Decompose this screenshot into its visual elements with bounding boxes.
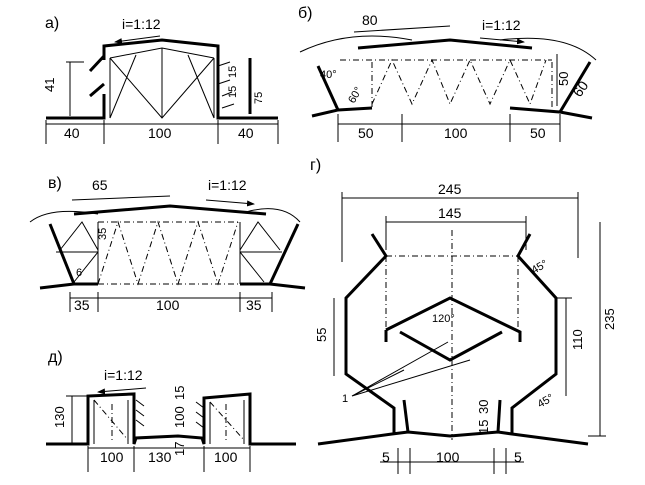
- figure-v-dim-right: 35: [246, 297, 262, 313]
- figure-g-dim-110: 110: [570, 329, 585, 350]
- figure-v-slope-arrow: [205, 199, 255, 207]
- figure-g-dim-30: 30: [476, 400, 491, 414]
- figure-g-dim-15: 15: [476, 420, 491, 434]
- figure-v-break-curves: [29, 208, 301, 223]
- figure-g-dim-mid: 100: [436, 449, 460, 465]
- figure-v-slope: i=1:12: [208, 177, 247, 193]
- figure-d-dim-17: 17: [172, 442, 187, 456]
- figure-g-dimline-235: [588, 222, 606, 437]
- figure-v: в) 65 i=1:12 35 6 35 100 35: [29, 175, 306, 313]
- figure-d-slope-arrow: [97, 387, 147, 395]
- figure-b-dim-60: 60: [569, 78, 591, 100]
- figure-v-dim-mid: 100: [156, 297, 180, 313]
- figure-b-roof-top: [357, 38, 533, 50]
- figure-g-bottom-dimline: [380, 448, 524, 474]
- figure-a-dim-mid: 100: [148, 125, 172, 141]
- figure-b-dim-left: 50: [358, 125, 374, 141]
- figure-a-roof-outline: [46, 38, 278, 120]
- figure-g-dim-5b: 5: [514, 449, 522, 465]
- figure-v-dim-top: 65: [92, 177, 108, 193]
- figure-b-dim-top: 80: [362, 12, 378, 28]
- figure-d-slope: i=1:12: [104, 367, 143, 383]
- figure-g-dim-5a: 5: [382, 449, 390, 465]
- figure-a-dim-15b: 15: [227, 86, 239, 98]
- figure-d-dim-130v: 130: [52, 406, 67, 428]
- figure-d-bottom-dimline: [87, 446, 251, 472]
- figure-b-bottom-dimline: [337, 114, 561, 142]
- figure-d-lantern-walls: [93, 400, 245, 444]
- figure-b-top-dimline: [353, 25, 451, 33]
- figure-b-angle-40: 40°: [320, 69, 337, 81]
- figure-b-dim-mid: 100: [444, 125, 468, 141]
- figure-g-dim-55: 55: [314, 328, 329, 342]
- figure-a-label: а): [45, 15, 59, 32]
- figure-d-glazing-hatch: [135, 399, 205, 429]
- figure-g-callout-leaders: [351, 341, 471, 397]
- figure-v-top-dimline: [71, 195, 171, 201]
- figure-a-dim-right: 40: [238, 125, 254, 141]
- figure-b: б) 80 i=1:12 40° 60° 50 60 50 100 50: [298, 5, 597, 142]
- figure-d-lantern-web: [93, 399, 245, 441]
- figure-b-angle-60: 60°: [346, 85, 365, 105]
- figure-a-height: 41: [42, 78, 57, 92]
- figure-d-dimline-130v: [66, 395, 88, 444]
- figure-a-dim-left: 40: [64, 125, 80, 141]
- figure-b-roof-outline: [311, 61, 593, 120]
- figure-g-angle-45b: 45°: [536, 392, 556, 411]
- figure-v-dim-left: 35: [74, 297, 90, 313]
- figure-d-roof-outline: [46, 392, 296, 446]
- figure-b-dim-50-right: 50: [556, 72, 571, 86]
- figure-v-truss-web: [97, 220, 240, 286]
- figure-a: а) i=1:12 41 15 15 75 40 100 40: [42, 15, 279, 144]
- figure-d-dim-100v: 100: [172, 406, 187, 428]
- figure-g-dimline-145: [385, 216, 527, 250]
- figure-d-dim-left: 100: [100, 449, 124, 465]
- figure-b-dim-right: 50: [530, 125, 546, 141]
- figure-g-angle-120: 120°: [432, 313, 455, 325]
- figure-a-slope-arrow: [114, 35, 161, 45]
- figure-g-roof-base: [317, 430, 589, 446]
- figure-v-side-trusses: [56, 221, 282, 284]
- figure-a-dim-75: 75: [253, 92, 265, 104]
- figure-v-dim-6: 6: [76, 267, 82, 279]
- figure-a-truss: [109, 47, 215, 119]
- figure-g-dim-245: 245: [438, 181, 462, 197]
- figure-v-label: в): [48, 175, 62, 192]
- figure-b-slope: i=1:12: [482, 17, 521, 33]
- figure-g-dimline-245: [341, 192, 579, 262]
- figure-v-dim-35v: 35: [97, 228, 109, 240]
- figure-d-dim-right: 100: [214, 449, 238, 465]
- figure-g-dim-235: 235: [602, 308, 617, 330]
- figure-v-roof-outline: [39, 223, 306, 290]
- figure-a-bottom-dimline: [45, 120, 279, 144]
- figure-g-dim-145: 145: [438, 205, 462, 221]
- figure-g-lantern-outline: [344, 233, 558, 434]
- figure-a-left-break: [88, 54, 106, 98]
- figure-g-valley: [384, 296, 522, 362]
- figure-a-lantern-detail: [217, 61, 235, 109]
- figure-b-label: б): [298, 5, 313, 22]
- figure-g-callout: 1: [342, 393, 348, 405]
- figure-a-slope: i=1:12: [122, 16, 161, 32]
- figure-v-roof-top: [73, 204, 267, 216]
- figure-d: д) i=1:12 130 100 15 17 100 130 100: [46, 349, 296, 472]
- figure-v-bottom-dimline: [69, 292, 273, 312]
- figure-a-height-dimline: [66, 61, 84, 116]
- figure-d-dim-15: 15: [172, 386, 187, 400]
- figure-g-label: г): [310, 157, 321, 174]
- figure-d-dim-mid: 130: [148, 449, 172, 465]
- figure-g-dimline-110: [556, 297, 572, 396]
- figure-g-gutter-walls: [402, 399, 502, 433]
- figure-d-label: д): [48, 349, 63, 366]
- figure-g: г) 245 145 45° 45° 120° 55 110 235 30 15…: [310, 157, 617, 474]
- figure-a-dim-15a: 15: [227, 66, 239, 78]
- figure-b-truss-web: [371, 58, 547, 106]
- figure-b-break-curves: [299, 35, 597, 61]
- figure-g-axes: [385, 230, 519, 440]
- figure-b-truss-axes: [340, 59, 553, 108]
